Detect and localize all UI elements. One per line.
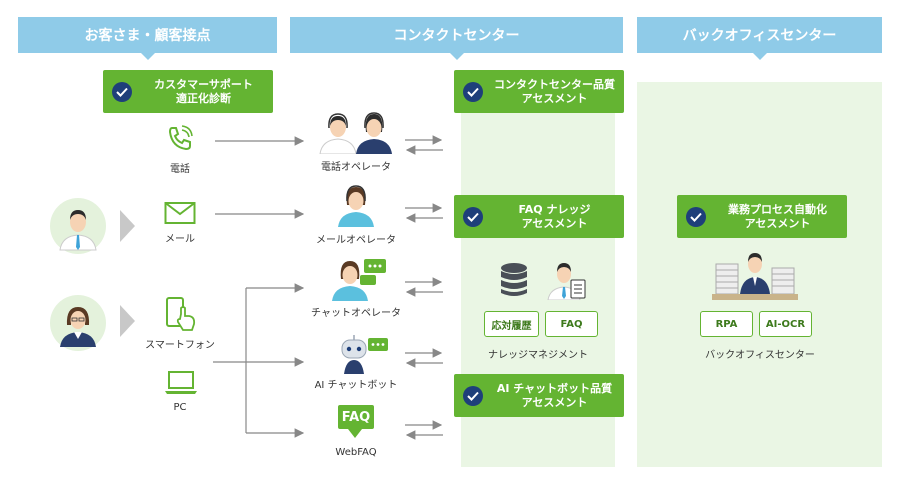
phone-operators-icon: [319, 112, 392, 154]
check-icon: [112, 81, 132, 102]
mail-operator-icon: [338, 185, 374, 227]
mail-icon: [164, 202, 196, 224]
ai-chatbot-box: AI チャットボット品質 アセスメント: [454, 374, 624, 417]
cs-diagnosis-box: カスタマーサポート 適正化診断: [103, 70, 273, 113]
header-contact-center: コンタクトセンター: [290, 17, 623, 60]
phone-operator-label: 電話オペレータ: [321, 162, 391, 173]
customer-male-icon: [50, 198, 106, 254]
bpa-box: 業務プロセス自動化 アセスメント: [677, 195, 847, 238]
check-icon: [686, 206, 706, 227]
header-back-office: バックオフィスセンター: [637, 17, 882, 60]
faq-knowledge-box: FAQ ナレッジ アセスメント: [454, 195, 624, 238]
database-icon: [501, 263, 527, 296]
customer-female-icon: [50, 295, 106, 351]
channel-mail-label: メール: [165, 234, 195, 245]
check-icon: [463, 385, 483, 406]
bpa-text: 業務プロセス自動化 アセスメント: [728, 202, 827, 230]
rpa-tag: RPA: [700, 311, 753, 337]
mail-operator-label: メールオペレータ: [316, 235, 396, 246]
back-office-worker-icon: [712, 253, 798, 300]
cc-quality-box: コンタクトセンター品質 アセスメント: [454, 70, 624, 113]
history-tag: 応対履歴: [484, 311, 539, 337]
knowledge-staff-icon: [547, 263, 586, 300]
chat-operator-icon: [332, 259, 386, 301]
ai-chatbot-text: AI チャットボット品質 アセスメント: [496, 381, 613, 409]
chatbot-label: AI チャットボット: [314, 380, 398, 391]
webfaq-label: WebFAQ: [335, 447, 377, 458]
channel-pc-label: PC: [173, 402, 187, 413]
header-customer: お客さま・顧客接点: [18, 17, 277, 60]
faq-icon: FAQ: [338, 405, 374, 429]
pc-icon: [165, 371, 197, 394]
chat-operator-label: チャットオペレータ: [311, 308, 401, 319]
faq-bubble-tail: [348, 429, 362, 438]
back-office-label: バックオフィスセンター: [705, 350, 815, 361]
cc-quality-text: コンタクトセンター品質 アセスメント: [494, 77, 615, 105]
phone-icon: [168, 125, 193, 151]
ai-ocr-tag: AI-OCR: [759, 311, 812, 337]
chatbot-icon: [341, 335, 388, 374]
channel-smartphone-label: スマートフォン: [145, 340, 215, 351]
faq-tag: FAQ: [545, 311, 598, 337]
channel-phone-label: 電話: [170, 164, 190, 175]
check-icon: [463, 81, 483, 102]
faq-knowledge-text: FAQ ナレッジ アセスメント: [518, 202, 591, 230]
cs-diagnosis-text: カスタマーサポート 適正化診断: [154, 77, 253, 105]
knowledge-label: ナレッジマネジメント: [488, 350, 588, 361]
check-icon: [463, 206, 483, 227]
back-office-panel: [637, 82, 882, 467]
smartphone-icon: [166, 297, 196, 331]
